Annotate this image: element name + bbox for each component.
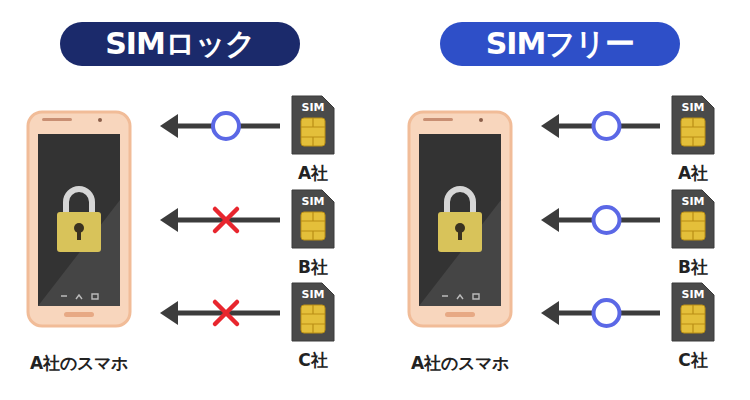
phone-illustration [16,110,142,340]
ng-mark [215,302,237,324]
sim-text: SIM [668,101,718,114]
sim-text: SIM [288,288,338,301]
phone-label: A社のスマホ [397,352,523,375]
sim-card-node: SIM A社 [288,94,338,184]
phone-node: A社のスマホ [16,110,142,380]
title-text: SIMフリー [486,24,635,65]
phone-label: A社のスマホ [16,352,142,375]
arrow-connector [160,301,280,325]
arrow-connector [541,208,660,232]
carrier-label: A社 [668,162,718,185]
sim-card-node: SIM C社 [288,281,338,371]
sim-text: SIM [668,195,718,208]
ok-mark [213,113,239,139]
carrier-label: B社 [668,256,718,279]
sim-card-node: SIM B社 [288,188,338,278]
sim-text: SIM [288,101,338,114]
carrier-label: C社 [668,349,718,372]
sim-card-node: SIM B社 [668,188,718,278]
arrow-connector [541,114,660,138]
arrow-connector [160,114,280,138]
carrier-label: C社 [288,349,338,372]
sim-card-node: SIM C社 [668,281,718,371]
phone-illustration [397,110,523,340]
ng-mark [215,209,237,231]
sim-card-node: SIM A社 [668,94,718,184]
ok-mark [594,207,620,233]
carrier-label: B社 [288,256,338,279]
ok-mark [594,113,620,139]
carrier-label: A社 [288,162,338,185]
phone-node: A社のスマホ [397,110,523,380]
sim-text: SIM [288,195,338,208]
arrow-connector [160,208,280,232]
ok-mark [594,300,620,326]
title-badge: SIMロック [60,22,300,66]
sim-text: SIM [668,288,718,301]
arrow-connector [541,301,660,325]
title-text: SIMロック [105,24,255,65]
title-badge: SIMフリー [440,22,680,66]
